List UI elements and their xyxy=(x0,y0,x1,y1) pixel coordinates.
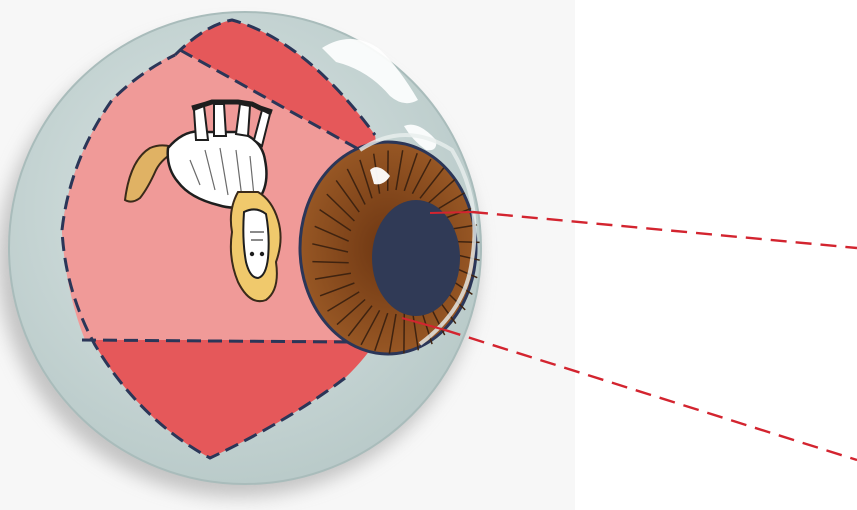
iris-striation xyxy=(312,243,349,253)
iris-striation xyxy=(314,225,350,242)
iris-striation xyxy=(347,305,373,337)
iris-striation xyxy=(411,158,432,195)
iris-striation xyxy=(327,291,360,312)
iris-striation xyxy=(335,179,360,213)
retina-outline xyxy=(60,18,377,460)
iris-striation xyxy=(411,310,420,351)
light-ray-lower xyxy=(444,328,857,462)
iris-striation xyxy=(346,168,366,205)
inverted-horse-image-icon xyxy=(123,99,282,303)
ray-through-pupil-upper xyxy=(429,211,473,214)
iris-striation xyxy=(319,208,352,232)
iris-striation xyxy=(360,309,381,346)
cornea-highlight xyxy=(370,167,390,185)
iris-striation xyxy=(403,153,418,192)
iris-striation xyxy=(312,260,349,264)
horse-leg-4 xyxy=(252,108,272,148)
horse-leg-2 xyxy=(213,103,228,137)
iris-striation xyxy=(336,298,366,326)
iris-striation xyxy=(395,150,404,191)
iris-striation xyxy=(426,178,456,206)
sclera-glare-large xyxy=(322,39,418,104)
iris-striation xyxy=(388,313,397,354)
horse-eye-2 xyxy=(259,251,265,257)
upper-light-boundary xyxy=(179,48,361,152)
iris-striation xyxy=(374,312,389,351)
iris-striation xyxy=(419,167,445,199)
light-ray-icon xyxy=(471,210,857,250)
horse-hooves xyxy=(191,99,273,115)
cornea-bulge-outline xyxy=(358,133,477,346)
horse-head xyxy=(242,208,270,280)
horse-eye-1 xyxy=(249,251,255,257)
iris-striation xyxy=(314,272,352,280)
ray-through-pupil-lower xyxy=(401,317,446,331)
horse-tail xyxy=(123,144,181,203)
iris-striation xyxy=(326,193,355,222)
iris-icon xyxy=(298,140,480,356)
lower-light-boundary xyxy=(81,338,351,344)
pupil-icon xyxy=(372,200,460,316)
iris-striation xyxy=(359,159,373,199)
iris-striation xyxy=(319,282,355,297)
retina-chamber xyxy=(60,18,398,460)
